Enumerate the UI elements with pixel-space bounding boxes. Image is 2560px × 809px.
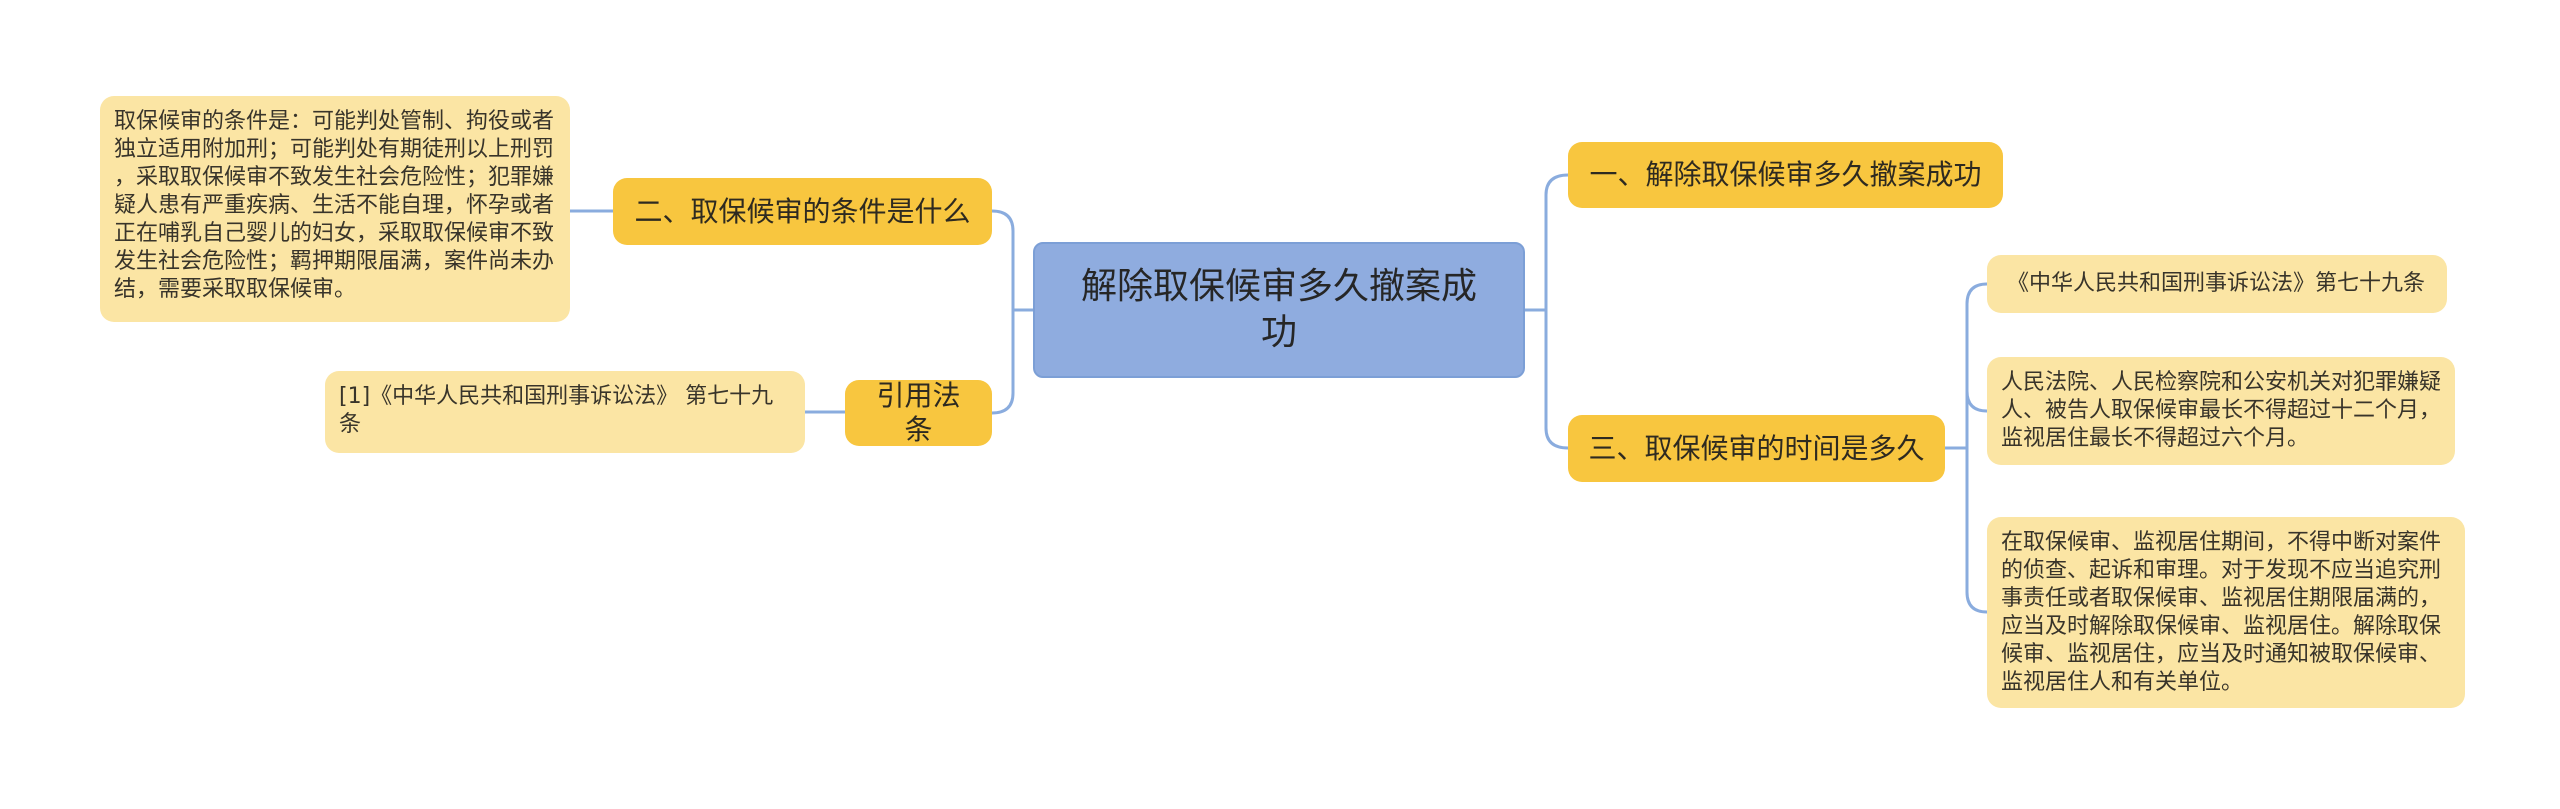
- connector-subtrunk-to-detail1: [1965, 389, 1989, 413]
- node-branch2[interactable]: 二、取保候审的条件是什么: [613, 178, 992, 245]
- connector-right-trunk: [1544, 173, 1570, 450]
- node-branch2-detail[interactable]: 取保候审的条件是：可能判处管制、拘役或者独立适用附加刑；可能判处有期徒刑以上刑罚…: [100, 96, 570, 322]
- node-root-topic[interactable]: 解除取保候审多久撤案成功: [1033, 242, 1525, 378]
- node-branch3-detail2[interactable]: 在取保候审、监视居住期间，不得中断对案件的侦查、起诉和审理。对于发现不应当追究刑…: [1987, 517, 2465, 708]
- node-citation-ref[interactable]: [1]《中华人民共和国刑事诉讼法》 第七十九条: [325, 371, 805, 453]
- node-branch1[interactable]: 一、解除取保候审多久撤案成功: [1568, 142, 2003, 208]
- node-branch3[interactable]: 三、取保候审的时间是多久: [1568, 415, 1945, 482]
- connector-sub-trunk: [1965, 282, 1989, 614]
- node-branch3-detail1[interactable]: 人民法院、人民检察院和公安机关对犯罪嫌疑人、被告人取保候审最长不得超过十二个月，…: [1987, 357, 2455, 465]
- connector-left-trunk: [990, 209, 1015, 415]
- node-branch3-law[interactable]: 《中华人民共和国刑事诉讼法》第七十九条: [1987, 255, 2447, 313]
- node-citation-label[interactable]: 引用法条: [845, 379, 992, 446]
